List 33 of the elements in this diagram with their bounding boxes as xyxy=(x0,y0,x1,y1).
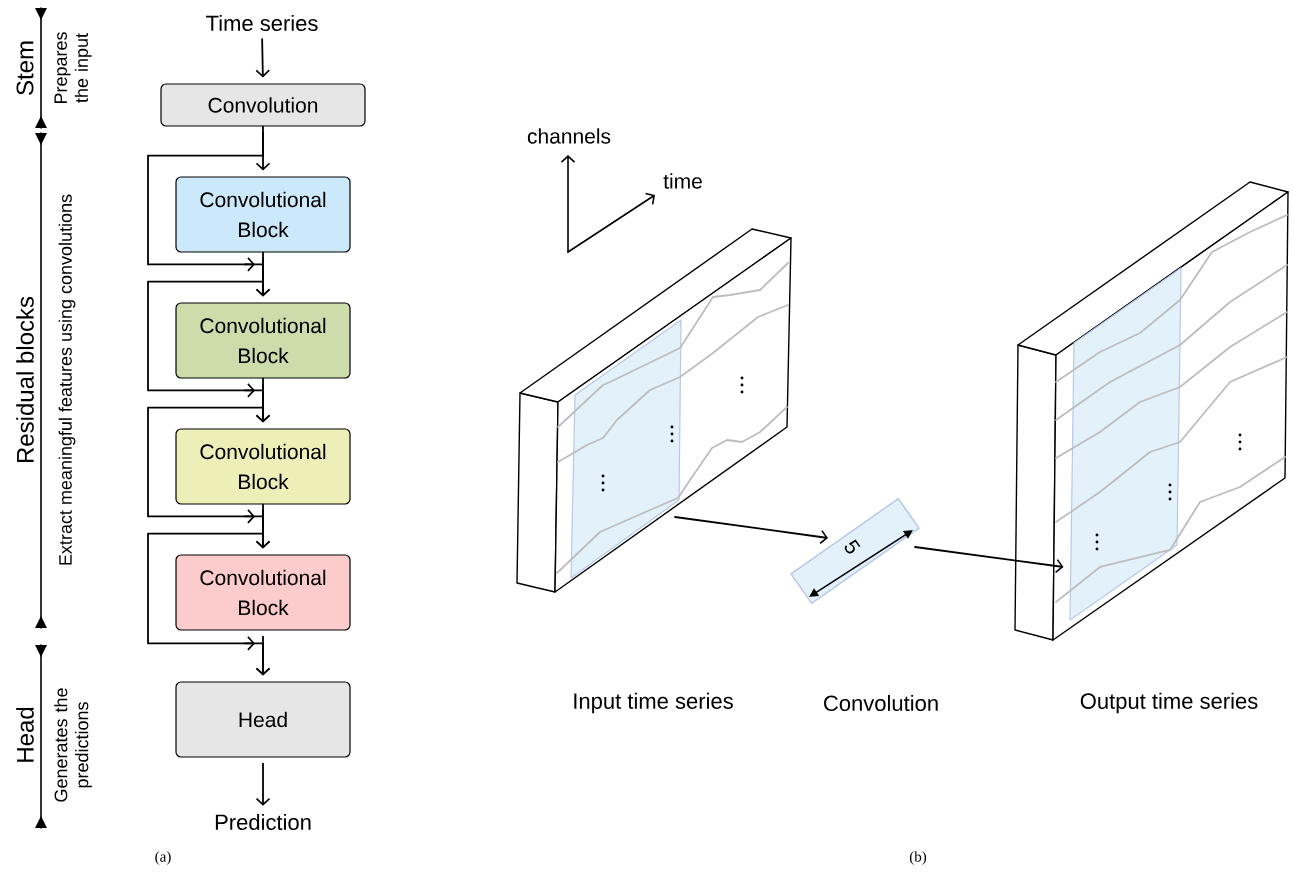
arrow xyxy=(147,251,271,423)
text-label: Input time series xyxy=(574,692,733,714)
arrow xyxy=(255,38,271,78)
text-label: Residual blocks xyxy=(16,296,34,463)
text-label: (b) xyxy=(909,851,927,865)
text-label: 5 xyxy=(844,539,861,554)
text-label: Stem xyxy=(16,41,34,95)
text-label: Time series xyxy=(206,14,318,32)
text-label: time xyxy=(663,173,702,189)
process-box: Convolutional Block xyxy=(175,428,351,505)
text-label: Convolution xyxy=(824,694,938,712)
text-label: Prepares the input xyxy=(54,32,92,104)
text-label: Output time series xyxy=(1080,692,1258,714)
arrow xyxy=(674,516,828,545)
slab-drawing xyxy=(516,228,792,593)
slab-drawing xyxy=(1014,181,1289,641)
text-label: (a) xyxy=(155,851,171,865)
text-label: Extract meaningful features using convolutions xyxy=(58,194,76,565)
process-box: Convolution xyxy=(160,83,366,127)
arrow xyxy=(147,503,271,676)
text-label: Prediction xyxy=(215,813,311,831)
kernel-box xyxy=(790,497,920,605)
arrow xyxy=(914,546,1064,574)
arrow xyxy=(255,762,271,806)
text-label: Generates the predictions xyxy=(54,688,92,802)
process-box: Convolutional Block xyxy=(175,302,351,379)
arrow xyxy=(147,125,271,297)
process-box: Convolutional Block xyxy=(175,176,351,253)
process-box: Head xyxy=(175,681,351,758)
text-label: channels xyxy=(527,128,611,144)
arrow xyxy=(147,377,271,549)
process-box: Convolutional Block xyxy=(175,554,351,631)
text-label: Head xyxy=(16,707,34,762)
